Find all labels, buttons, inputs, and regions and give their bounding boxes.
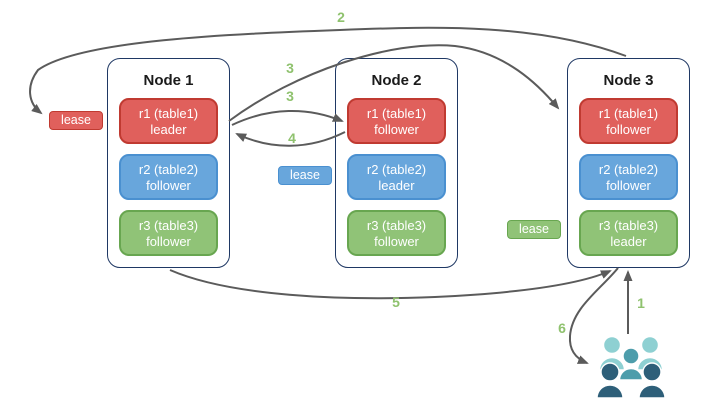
replica-range: r2 (table2) (366, 162, 427, 177)
node-3-replica-r3: r3 (table3) leader (579, 210, 678, 256)
replica-range: r1 (table1) (366, 106, 427, 121)
replica-role: follower (374, 122, 419, 137)
arrow-step-3-node1-to-node2 (231, 109, 344, 126)
replica-range: r3 (table3) (138, 218, 199, 233)
step-label-1: 1 (637, 295, 645, 311)
replica-range: r3 (table3) (598, 218, 659, 233)
person-front-right-head (642, 362, 662, 382)
node-2-title: Node 2 (371, 72, 422, 89)
node-1-replica-r3: r3 (table3) follower (119, 210, 218, 256)
clients-people-icon (596, 335, 666, 399)
node-3-replica-r2: r2 (table2) follower (579, 154, 678, 200)
person-front-left-body (596, 384, 624, 399)
node-3-replica-r1: r1 (table1) follower (579, 98, 678, 144)
node-2-replica-r2: r2 (table2) leader (347, 154, 446, 200)
lease-badge-r1: lease (49, 111, 103, 130)
lease-badge-r2: lease (278, 166, 332, 185)
replica-range: r2 (table2) (138, 162, 199, 177)
replica-role: follower (606, 122, 651, 137)
replica-range: r3 (table3) (366, 218, 427, 233)
node-2: Node 2 r1 (table1) follower r2 (table2) … (335, 58, 458, 268)
replica-role: leader (150, 122, 187, 137)
node-1: Node 1 r1 (table1) leader r2 (table2) fo… (107, 58, 230, 268)
person-back-left-head (602, 335, 622, 355)
lease-badge-r3: lease (507, 220, 561, 239)
replica-range: r2 (table2) (598, 162, 659, 177)
node-1-title: Node 1 (143, 72, 194, 89)
person-front-left-head (600, 362, 620, 382)
replica-range: r1 (table1) (598, 106, 659, 121)
person-middle-body (618, 367, 644, 381)
step-label-5: 5 (392, 294, 400, 310)
step-label-3a: 3 (286, 60, 294, 76)
node-3-title: Node 3 (603, 72, 654, 89)
replica-role: leader (610, 234, 647, 249)
node-2-replica-r1: r1 (table1) follower (347, 98, 446, 144)
step-label-6: 6 (558, 320, 566, 336)
arrow-step-5-node1-to-node3 (169, 269, 612, 300)
replica-role: leader (378, 178, 415, 193)
replica-role: follower (606, 178, 651, 193)
replica-role: follower (374, 234, 419, 249)
node-2-replica-r3: r3 (table3) follower (347, 210, 446, 256)
node-3: Node 3 r1 (table1) follower r2 (table2) … (567, 58, 690, 268)
step-label-2: 2 (337, 9, 345, 25)
replica-role: follower (146, 234, 191, 249)
person-middle-head (622, 347, 640, 365)
step-label-3b: 3 (286, 88, 294, 104)
replica-role: follower (146, 178, 191, 193)
person-front-right-body (638, 384, 666, 399)
replica-range: r1 (table1) (138, 106, 199, 121)
node-1-replica-r1: r1 (table1) leader (119, 98, 218, 144)
step-label-4: 4 (288, 130, 296, 146)
person-back-right-head (640, 335, 660, 355)
node-1-replica-r2: r2 (table2) follower (119, 154, 218, 200)
